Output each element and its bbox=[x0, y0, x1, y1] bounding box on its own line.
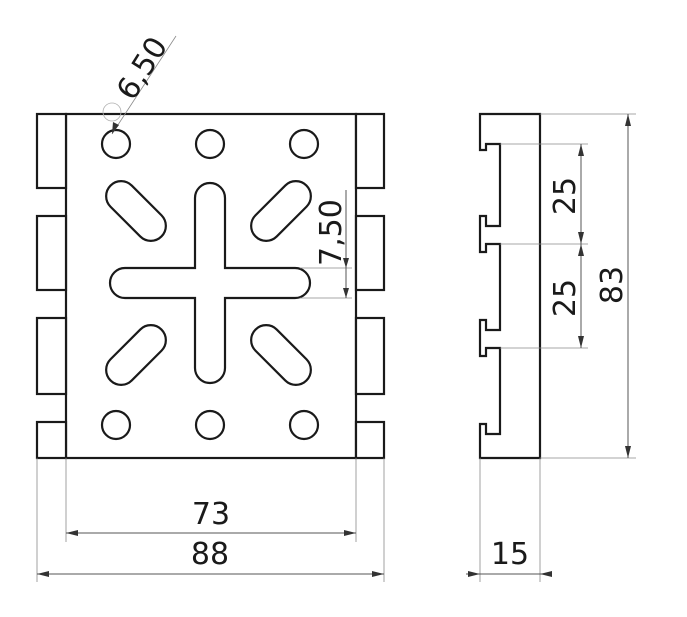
hole-bottom-center bbox=[194, 409, 226, 441]
pitch-arrow-3 bbox=[578, 244, 584, 256]
hole-diameter-label: 6,50 bbox=[110, 31, 175, 106]
leader-marker bbox=[102, 102, 122, 122]
slot-diagonal-bottom-left bbox=[105, 324, 167, 386]
slot-arrow-bottom bbox=[343, 288, 349, 298]
leader-line bbox=[111, 35, 177, 135]
slot-arrow-top bbox=[343, 258, 349, 268]
side-profile bbox=[478, 112, 542, 460]
right-tab-1 bbox=[354, 112, 386, 190]
dimension-overall-width: 88 bbox=[36, 458, 385, 582]
dimension-tab-pitch: 25 25 bbox=[500, 143, 588, 349]
hole-top-center bbox=[194, 128, 226, 160]
overall-height-label: 83 bbox=[595, 266, 630, 304]
left-tab-3 bbox=[35, 316, 68, 396]
right-tab-4 bbox=[354, 420, 386, 460]
pitch-arrow-2 bbox=[578, 232, 584, 244]
dimension-slot-width: 7,50 bbox=[300, 190, 352, 299]
tab-pitch-lower-label: 25 bbox=[548, 279, 583, 317]
inner-width-label: 73 bbox=[192, 497, 230, 532]
slot-diagonal-top-left bbox=[105, 180, 167, 242]
thick-arrow-right bbox=[540, 571, 552, 577]
height-arrow-top bbox=[625, 114, 631, 126]
overall-arrow-left bbox=[37, 571, 49, 577]
hole-bottom-right bbox=[288, 409, 320, 441]
dimension-overall-height: 83 bbox=[540, 113, 636, 459]
slot-diagonal-bottom-right bbox=[250, 324, 312, 386]
height-arrow-bottom bbox=[625, 446, 631, 458]
hole-bottom-left bbox=[100, 409, 132, 441]
pitch-arrow-4 bbox=[578, 336, 584, 348]
leader-arrow bbox=[112, 122, 119, 134]
overall-arrow-right bbox=[372, 571, 384, 577]
hole-top-left bbox=[100, 128, 132, 160]
dimension-inner-width: 73 bbox=[65, 458, 357, 542]
cross-slot bbox=[108, 181, 312, 385]
thick-arrow-left bbox=[468, 571, 480, 577]
pitch-arrow-1 bbox=[578, 144, 584, 156]
right-tab-3 bbox=[354, 316, 386, 396]
left-tab-4 bbox=[35, 420, 68, 460]
overall-width-label: 88 bbox=[191, 537, 229, 572]
thickness-label: 15 bbox=[491, 537, 529, 572]
dimension-thickness: 15 bbox=[466, 458, 552, 582]
inner-arrow-left bbox=[66, 530, 78, 536]
side-view bbox=[478, 112, 542, 460]
front-view bbox=[35, 112, 386, 460]
slot-diagonal-top-right bbox=[250, 180, 312, 242]
right-tab-2 bbox=[354, 214, 386, 292]
inner-arrow-right bbox=[344, 530, 356, 536]
left-tab-1 bbox=[35, 112, 68, 190]
hole-top-right bbox=[288, 128, 320, 160]
left-tab-2 bbox=[35, 214, 68, 292]
tab-pitch-upper-label: 25 bbox=[548, 177, 583, 215]
slot-width-label: 7,50 bbox=[314, 199, 349, 266]
